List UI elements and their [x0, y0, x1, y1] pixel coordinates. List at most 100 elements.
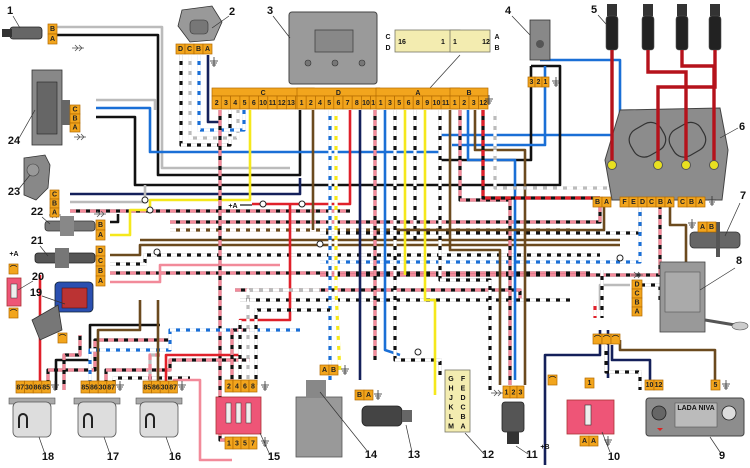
wire-solid: [110, 243, 620, 257]
wire-8-grey: [598, 283, 630, 310]
pin-label: C: [72, 106, 77, 113]
ground-icon: [261, 437, 269, 447]
wire-map-a: [96, 64, 562, 187]
pin-label: A: [582, 438, 587, 445]
pin-label: 16: [371, 100, 379, 107]
connector-pin: [69, 122, 81, 133]
pin-label: ⌒: [593, 334, 602, 343]
wire-solid: [598, 283, 630, 310]
wire-sensor1-a: [48, 33, 302, 177]
component-5-spark-plugs: [605, 4, 722, 51]
component-label-16: 16: [169, 451, 181, 463]
leader-line: [515, 445, 529, 455]
pin-label: ⌒: [611, 334, 620, 343]
component-label-18: 18: [42, 451, 54, 463]
pin-label: B: [634, 299, 639, 306]
pin-label: C: [649, 199, 654, 206]
pin-label: 87: [16, 385, 24, 392]
pin-label: 85: [42, 385, 50, 392]
component-label-12: 12: [482, 449, 494, 461]
pin-label: 7: [346, 100, 350, 107]
pin-label: D: [98, 248, 103, 255]
connector-pin: [8, 263, 19, 275]
ecu-panel: [314, 29, 354, 53]
wire-solid: [70, 178, 302, 196]
component-20-fuse: [6, 277, 22, 307]
coil-winding: [668, 121, 707, 158]
plug-num-16: 16: [398, 39, 406, 46]
relay-body: [77, 401, 117, 438]
coil-terminal: [681, 160, 691, 170]
connector-pin: [248, 379, 258, 393]
leader-line: [405, 424, 413, 453]
pin-label: 85: [81, 385, 89, 392]
pin-label: 5: [243, 441, 247, 448]
junction-node: [616, 254, 624, 262]
plug-num-12: 12: [482, 39, 490, 46]
leader-line: [597, 14, 607, 25]
pin-label: 3: [224, 100, 228, 107]
leader-line: [319, 391, 369, 453]
wire-plus-a: [252, 110, 352, 206]
wire-stripe: [334, 110, 342, 376]
ht-lead: [656, 50, 717, 165]
pin-label: 87: [169, 385, 177, 392]
pin-label: 2: [215, 100, 219, 107]
wire-solid: [96, 300, 142, 390]
wire-stripe: [438, 110, 492, 390]
wire-tps-c: [70, 178, 302, 196]
wire-stripe: [246, 288, 320, 385]
pin-label: A: [634, 308, 639, 315]
diag-pin-left: G: [448, 376, 454, 383]
pin-label: ⌒: [548, 375, 557, 384]
wire-stripe: [46, 338, 170, 390]
wire-ecu-a10: [438, 110, 492, 390]
connector-pin: [584, 377, 595, 389]
component-22-temp-sensor: [44, 216, 96, 236]
wire-stripe: [230, 328, 250, 385]
wire-18-85: [62, 335, 82, 390]
component-label-15: 15: [268, 451, 280, 463]
component-label-1: 1: [7, 5, 13, 17]
wire-ecu-b3: [481, 110, 600, 200]
wire-17-30: [104, 358, 250, 390]
fuse-element: [584, 404, 592, 426]
pin-label: 1: [505, 390, 509, 397]
wire-ecu-a5: [393, 110, 442, 375]
connector-pin: [47, 33, 58, 45]
plug-top: [677, 4, 687, 16]
wire-ecu-b1: [466, 110, 517, 380]
ht-lead: [680, 50, 716, 165]
pin-label: B: [689, 199, 694, 206]
ecu-screw: [304, 59, 312, 67]
pin-label: B: [98, 222, 103, 229]
pin-label: D: [178, 46, 183, 53]
component-label-23: 23: [8, 186, 20, 198]
pin-label: 4: [318, 100, 322, 107]
junction-node: [316, 240, 324, 248]
gauge-right: [721, 405, 737, 421]
pin-label: 8: [251, 384, 255, 391]
pin-label: D: [634, 281, 639, 288]
wire-stripe: [604, 345, 642, 390]
pin-label: 3: [519, 390, 523, 397]
wire-9-10: [604, 345, 642, 390]
pin-label: 4: [235, 384, 239, 391]
wire-solid: [473, 110, 527, 385]
shield-chevrons: [76, 133, 85, 141]
pin-label: B: [98, 268, 103, 275]
leader-line: [699, 267, 736, 291]
plug-top: [643, 4, 653, 16]
pin-label: ⌒: [602, 334, 611, 343]
pin-label: 10: [259, 100, 267, 107]
wire-18-30: [46, 338, 170, 390]
pin-label: 2: [309, 100, 313, 107]
component-label-5: 5: [591, 4, 597, 16]
wire-sensor2-d: [179, 55, 232, 147]
plug-num-mid1: 1: [453, 39, 457, 46]
